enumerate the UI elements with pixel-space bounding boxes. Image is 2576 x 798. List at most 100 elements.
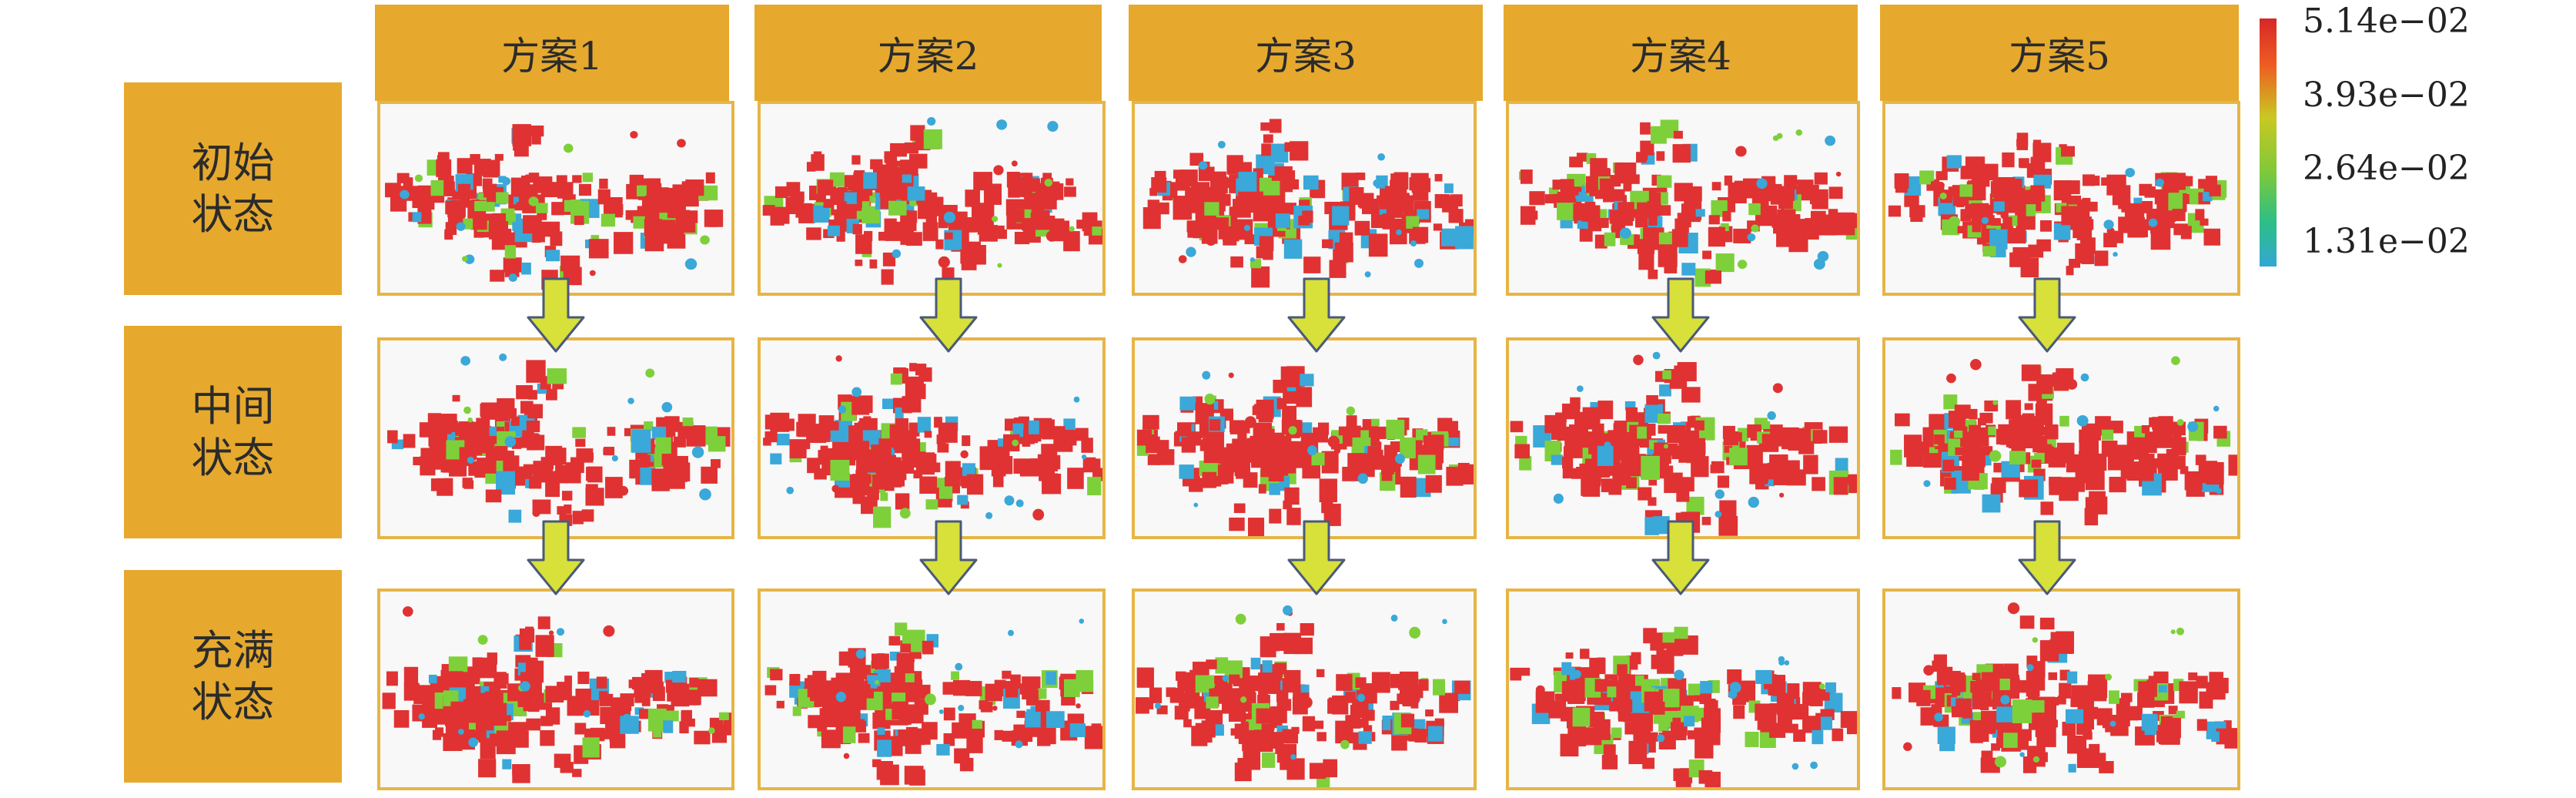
particle-dot: [992, 216, 999, 223]
particle: [1786, 469, 1806, 486]
particle-dot: [1327, 435, 1340, 448]
particle-dot: [691, 446, 704, 458]
particle: [681, 709, 692, 723]
particle: [1361, 203, 1373, 215]
particle: [1748, 203, 1761, 216]
particle-dot: [1923, 665, 1935, 676]
particle: [1233, 199, 1247, 214]
particle: [966, 474, 984, 495]
particle-dot: [851, 387, 862, 397]
particle: [1597, 657, 1605, 664]
particle: [520, 175, 530, 183]
particle-dot: [1409, 626, 1421, 639]
particle: [980, 702, 993, 712]
particle-dot: [992, 706, 998, 711]
particle: [1434, 194, 1450, 209]
particle: [1579, 228, 1593, 242]
particle: [1069, 723, 1086, 738]
particle: [1136, 697, 1149, 714]
particle: [1510, 421, 1524, 433]
particle: [863, 172, 877, 189]
particle: [1262, 752, 1276, 768]
particle: [1977, 417, 1987, 426]
particle: [1233, 503, 1246, 514]
particle: [951, 671, 960, 680]
particle: [1685, 430, 1700, 446]
particle: [1286, 508, 1301, 525]
particle: [382, 692, 396, 709]
particle: [1572, 707, 1591, 727]
particle: [640, 467, 656, 485]
particle: [938, 486, 953, 499]
particle-dot: [1715, 489, 1725, 499]
particle: [577, 671, 590, 685]
particle-dot: [2026, 664, 2034, 672]
particle: [1303, 175, 1319, 190]
particle-dot: [700, 235, 710, 245]
particle: [1681, 387, 1701, 403]
particle-dot: [997, 263, 1002, 268]
particle: [830, 460, 850, 481]
particle: [2059, 415, 2069, 427]
particle: [952, 722, 969, 739]
particle: [1203, 438, 1212, 448]
particle: [1652, 516, 1670, 535]
particle: [1179, 422, 1192, 437]
particle: [1657, 653, 1674, 674]
particle: [2087, 681, 2107, 702]
particle: [2180, 466, 2189, 474]
particle: [776, 700, 785, 709]
particle: [1268, 732, 1276, 740]
particle: [2009, 434, 2019, 449]
particle: [387, 430, 398, 444]
particle: [2158, 685, 2167, 693]
particle-dot: [2019, 752, 2025, 757]
particle: [827, 225, 840, 236]
particle: [1284, 142, 1296, 153]
particle: [885, 222, 902, 241]
particle: [582, 173, 593, 183]
particle: [2153, 671, 2169, 685]
particle-dot: [661, 401, 673, 413]
particle-dot: [875, 679, 880, 685]
particle: [1425, 709, 1434, 717]
particle: [1028, 420, 1039, 434]
particle: [1038, 688, 1047, 699]
particle-dot: [1202, 370, 1211, 380]
particle: [1026, 689, 1039, 706]
row-header-initial: 初始 状态: [124, 82, 342, 295]
particle-dot: [1553, 493, 1564, 504]
particle: [413, 457, 423, 465]
particle-dot: [786, 486, 795, 495]
particle: [2076, 482, 2086, 492]
particle-dot: [467, 417, 473, 423]
particle: [701, 466, 718, 484]
particle: [477, 458, 497, 474]
particle: [844, 699, 858, 714]
particle: [1784, 175, 1798, 190]
particle: [844, 175, 857, 188]
particle: [572, 427, 586, 438]
particle: [1637, 426, 1648, 439]
particle: [1345, 715, 1361, 729]
particle: [2153, 427, 2163, 437]
particle: [452, 394, 460, 402]
particle: [1572, 448, 1583, 458]
particle: [943, 733, 955, 746]
particle: [810, 682, 828, 702]
particle-dot: [1903, 742, 1912, 752]
particle: [659, 213, 667, 223]
particle: [1434, 718, 1444, 728]
particle: [1201, 720, 1216, 738]
particle: [1358, 731, 1372, 744]
particle: [487, 702, 507, 726]
particle: [944, 232, 953, 240]
particle: [922, 640, 934, 655]
particle: [1624, 722, 1636, 735]
particle-dot: [1390, 614, 1398, 622]
particle-dot: [2103, 220, 2114, 230]
particle-dot: [402, 606, 413, 617]
particle: [478, 438, 495, 454]
particle: [954, 748, 970, 764]
particle-dot: [2148, 218, 2158, 227]
